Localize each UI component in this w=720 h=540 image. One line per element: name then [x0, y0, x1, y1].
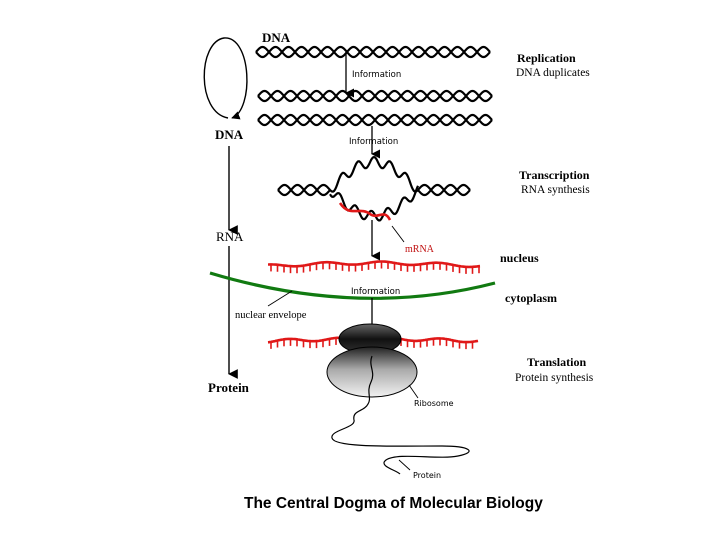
translation-title: Translation: [527, 355, 586, 369]
nuclear-envelope-leader: [267, 290, 293, 307]
transcription-subtitle: RNA synthesis: [521, 184, 590, 196]
nuclear-envelope-line: [209, 271, 496, 300]
replication-subtitle: DNA duplicates: [516, 67, 590, 79]
dna-top-label: DNA: [262, 30, 291, 45]
bubble-bottom-strand: [329, 185, 420, 222]
protein-chain-label: Protein: [413, 471, 441, 480]
nuclear-envelope-label: nuclear envelope: [235, 310, 307, 321]
cytoplasm-label: cytoplasm: [505, 291, 557, 305]
dna-left-segment-strand-b: [277, 183, 331, 197]
dna-parent-strand-b: [255, 45, 491, 59]
mrna-strand-nucleus: [268, 260, 481, 274]
rna-left-label: RNA: [216, 229, 244, 244]
ribosome: [326, 323, 418, 398]
dna-left-label: DNA: [215, 127, 244, 142]
protein-left-label: Protein: [208, 380, 250, 395]
protein-chain: [331, 355, 470, 475]
mrna-leader: [391, 225, 405, 243]
dna-helices: [255, 45, 493, 127]
information-label-2: Information: [349, 137, 398, 147]
figure-caption: The Central Dogma of Molecular Biology: [244, 495, 543, 512]
left-flow: [203, 37, 248, 379]
nascent-rna: [338, 202, 392, 221]
bubble-top-strand: [329, 155, 419, 193]
replication-title: Replication: [517, 51, 576, 65]
information-label-1: Information: [352, 70, 401, 80]
transcription-bubble: [277, 155, 471, 222]
information-label-3: Information: [351, 287, 400, 297]
transcription-title: Transcription: [519, 168, 590, 182]
mrna-label: mRNA: [405, 244, 435, 255]
ribosome-leader: [408, 384, 419, 399]
dna-right-segment-strand-b: [417, 183, 471, 197]
translation-subtitle: Protein synthesis: [515, 372, 594, 384]
protein-leader: [398, 459, 411, 471]
dna-daughter-2-strand-b: [257, 113, 493, 127]
nucleus-label: nucleus: [500, 251, 539, 265]
mrna-nucleus-backbone: [268, 260, 481, 269]
dna-daughter-1-strand-b: [257, 89, 493, 103]
ribosome-label: Ribosome: [414, 399, 454, 408]
replication-loop-arrow: [203, 37, 248, 120]
